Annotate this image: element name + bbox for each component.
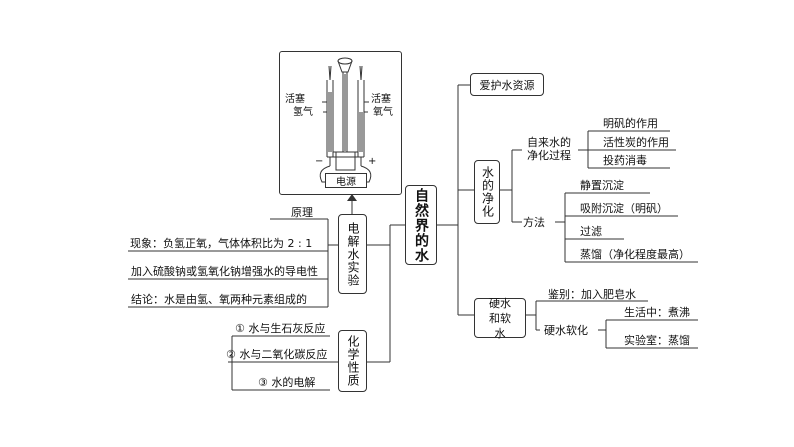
method-filter: 过滤: [580, 225, 602, 238]
hard-water-identify: 鉴别：加入肥皂水: [548, 288, 636, 301]
method-distill: 蒸馏（净化程度最高）: [580, 248, 690, 261]
electrolysis-conclusion: 结论：水是由氢、氧两种元素组成的: [131, 293, 307, 306]
electrolysis-principle: 原理: [291, 206, 313, 219]
apparatus-power-box: 电源: [325, 173, 367, 188]
electrolysis-apparatus: 活塞 氢气 活塞 氧气 − + 电源: [279, 51, 402, 195]
protect-water-node: 爱护水资源: [470, 73, 544, 96]
center-title: 自然界的水: [413, 187, 429, 263]
method-adsorb: 吸附沉淀（明矾）: [580, 202, 668, 215]
apparatus-right-gas-label: 氧气: [373, 107, 393, 118]
apparatus-power-label: 电源: [336, 177, 356, 188]
apparatus-left-gas-label: 氢气: [293, 107, 313, 118]
apparatus-plus-sign: +: [368, 156, 377, 167]
chemical-item-lime: ① 水与生石灰反应: [235, 322, 326, 335]
electrolysis-title: 电解水实验: [346, 221, 360, 287]
softening-daily: 生活中：煮沸: [624, 306, 690, 319]
chemical-title: 化学性质: [346, 335, 360, 387]
purify-node: 水的净化: [474, 160, 500, 224]
method-settle: 静置沉淀: [580, 179, 624, 192]
center-node: 自然界的水: [405, 185, 437, 265]
apparatus-drawing: [319, 57, 372, 183]
chemical-item-co2: ② 水与二氧化碳反应: [226, 348, 328, 361]
methods-label: 方法: [523, 216, 545, 229]
protect-water-label: 爱护水资源: [479, 78, 535, 92]
softening-label: 硬水软化: [544, 324, 588, 337]
apparatus-right-valve-label: 活塞: [371, 94, 391, 105]
apparatus-left-valve-label: 活塞: [285, 94, 305, 105]
tap-water-label: 自来水的净化过程: [527, 136, 571, 162]
chemical-item-electrolysis: ③ 水的电解: [258, 376, 316, 389]
tap-item-carbon: 活性炭的作用: [603, 136, 669, 149]
tap-item-alum: 明矾的作用: [603, 117, 658, 130]
apparatus-minus-sign: −: [315, 156, 324, 167]
softening-lab: 实验室：蒸馏: [624, 334, 690, 347]
electrolysis-conductivity: 加入硫酸钠或氢氧化钠增强水的导电性: [131, 265, 318, 278]
hard-water-title: 硬水和软水: [489, 296, 511, 340]
chemical-node: 化学性质: [338, 330, 367, 392]
electrolysis-phenomenon: 现象：负氢正氧，气体体积比为 2 : 1: [130, 237, 313, 250]
electrolysis-node: 电解水实验: [338, 214, 367, 294]
hard-water-node: 硬水和软水: [474, 296, 526, 340]
purify-title: 水的净化: [480, 166, 495, 218]
tap-item-disinfect: 投药消毒: [603, 154, 647, 167]
